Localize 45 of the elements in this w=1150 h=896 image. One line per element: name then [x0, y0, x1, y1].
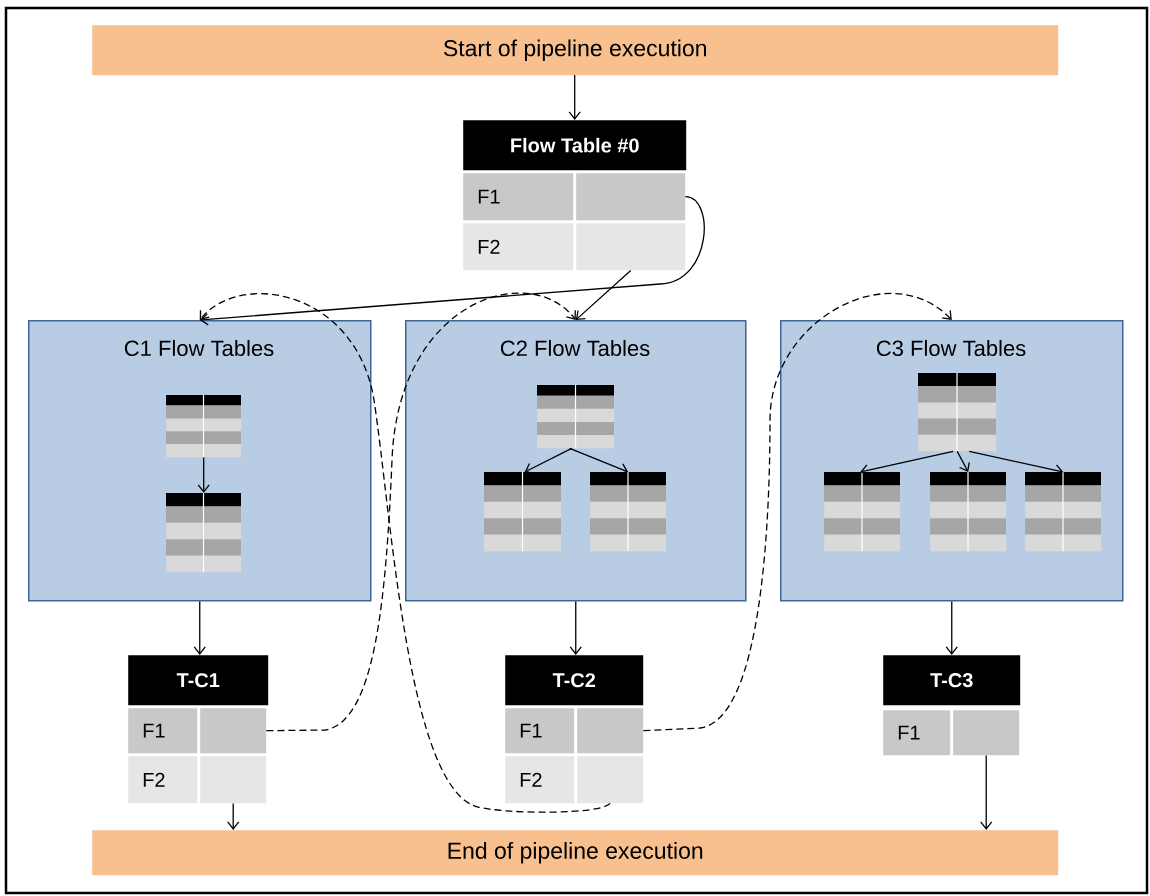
arrow — [193, 600, 206, 655]
flow-table-icon — [918, 372, 997, 452]
arrow — [265, 292, 576, 732]
flow-table-icon — [824, 471, 901, 552]
arrow — [199, 196, 705, 326]
arrow — [956, 450, 970, 472]
arrow — [642, 292, 952, 732]
arrow — [860, 450, 954, 477]
table-cell — [576, 223, 686, 271]
table-cell — [200, 708, 267, 754]
table-header: T-C1 — [128, 655, 269, 706]
flow-table-icon — [537, 384, 615, 449]
arrow — [227, 802, 240, 830]
table-header: T-C2 — [505, 655, 644, 706]
pipeline-band: Start of pipeline execution — [92, 25, 1059, 76]
table-cell: F1 — [128, 708, 198, 754]
table-cell — [577, 708, 644, 754]
arrow — [199, 293, 611, 813]
table-cell: F1 — [883, 710, 951, 756]
flow-table-icon — [166, 492, 242, 573]
flow-table-icon — [484, 471, 562, 552]
arrow — [568, 111, 581, 120]
pipeline-band: End of pipeline execution — [92, 830, 1059, 876]
table-cell — [953, 710, 1020, 756]
arrow — [569, 447, 629, 475]
arrow — [569, 600, 582, 655]
table-cell — [576, 173, 686, 221]
arrow — [575, 269, 632, 320]
table-cell: F1 — [505, 708, 575, 754]
table-cell: F2 — [128, 756, 198, 804]
arrow — [197, 456, 210, 493]
arrow — [945, 600, 958, 655]
flow-table-icon — [1025, 471, 1102, 552]
table-cell: F1 — [463, 173, 574, 221]
table-cell — [200, 756, 267, 804]
table-cell — [577, 756, 644, 804]
flow-table-icon — [166, 394, 242, 458]
flow-table-icon — [590, 471, 667, 552]
flow-table-icon — [930, 471, 1007, 552]
arrow — [524, 447, 573, 474]
table-header: T-C3 — [883, 655, 1021, 706]
arrow — [980, 754, 993, 830]
table-cell: F2 — [463, 223, 574, 271]
table-cell: F2 — [505, 756, 575, 804]
table-header: Flow Table #0 — [463, 120, 687, 171]
